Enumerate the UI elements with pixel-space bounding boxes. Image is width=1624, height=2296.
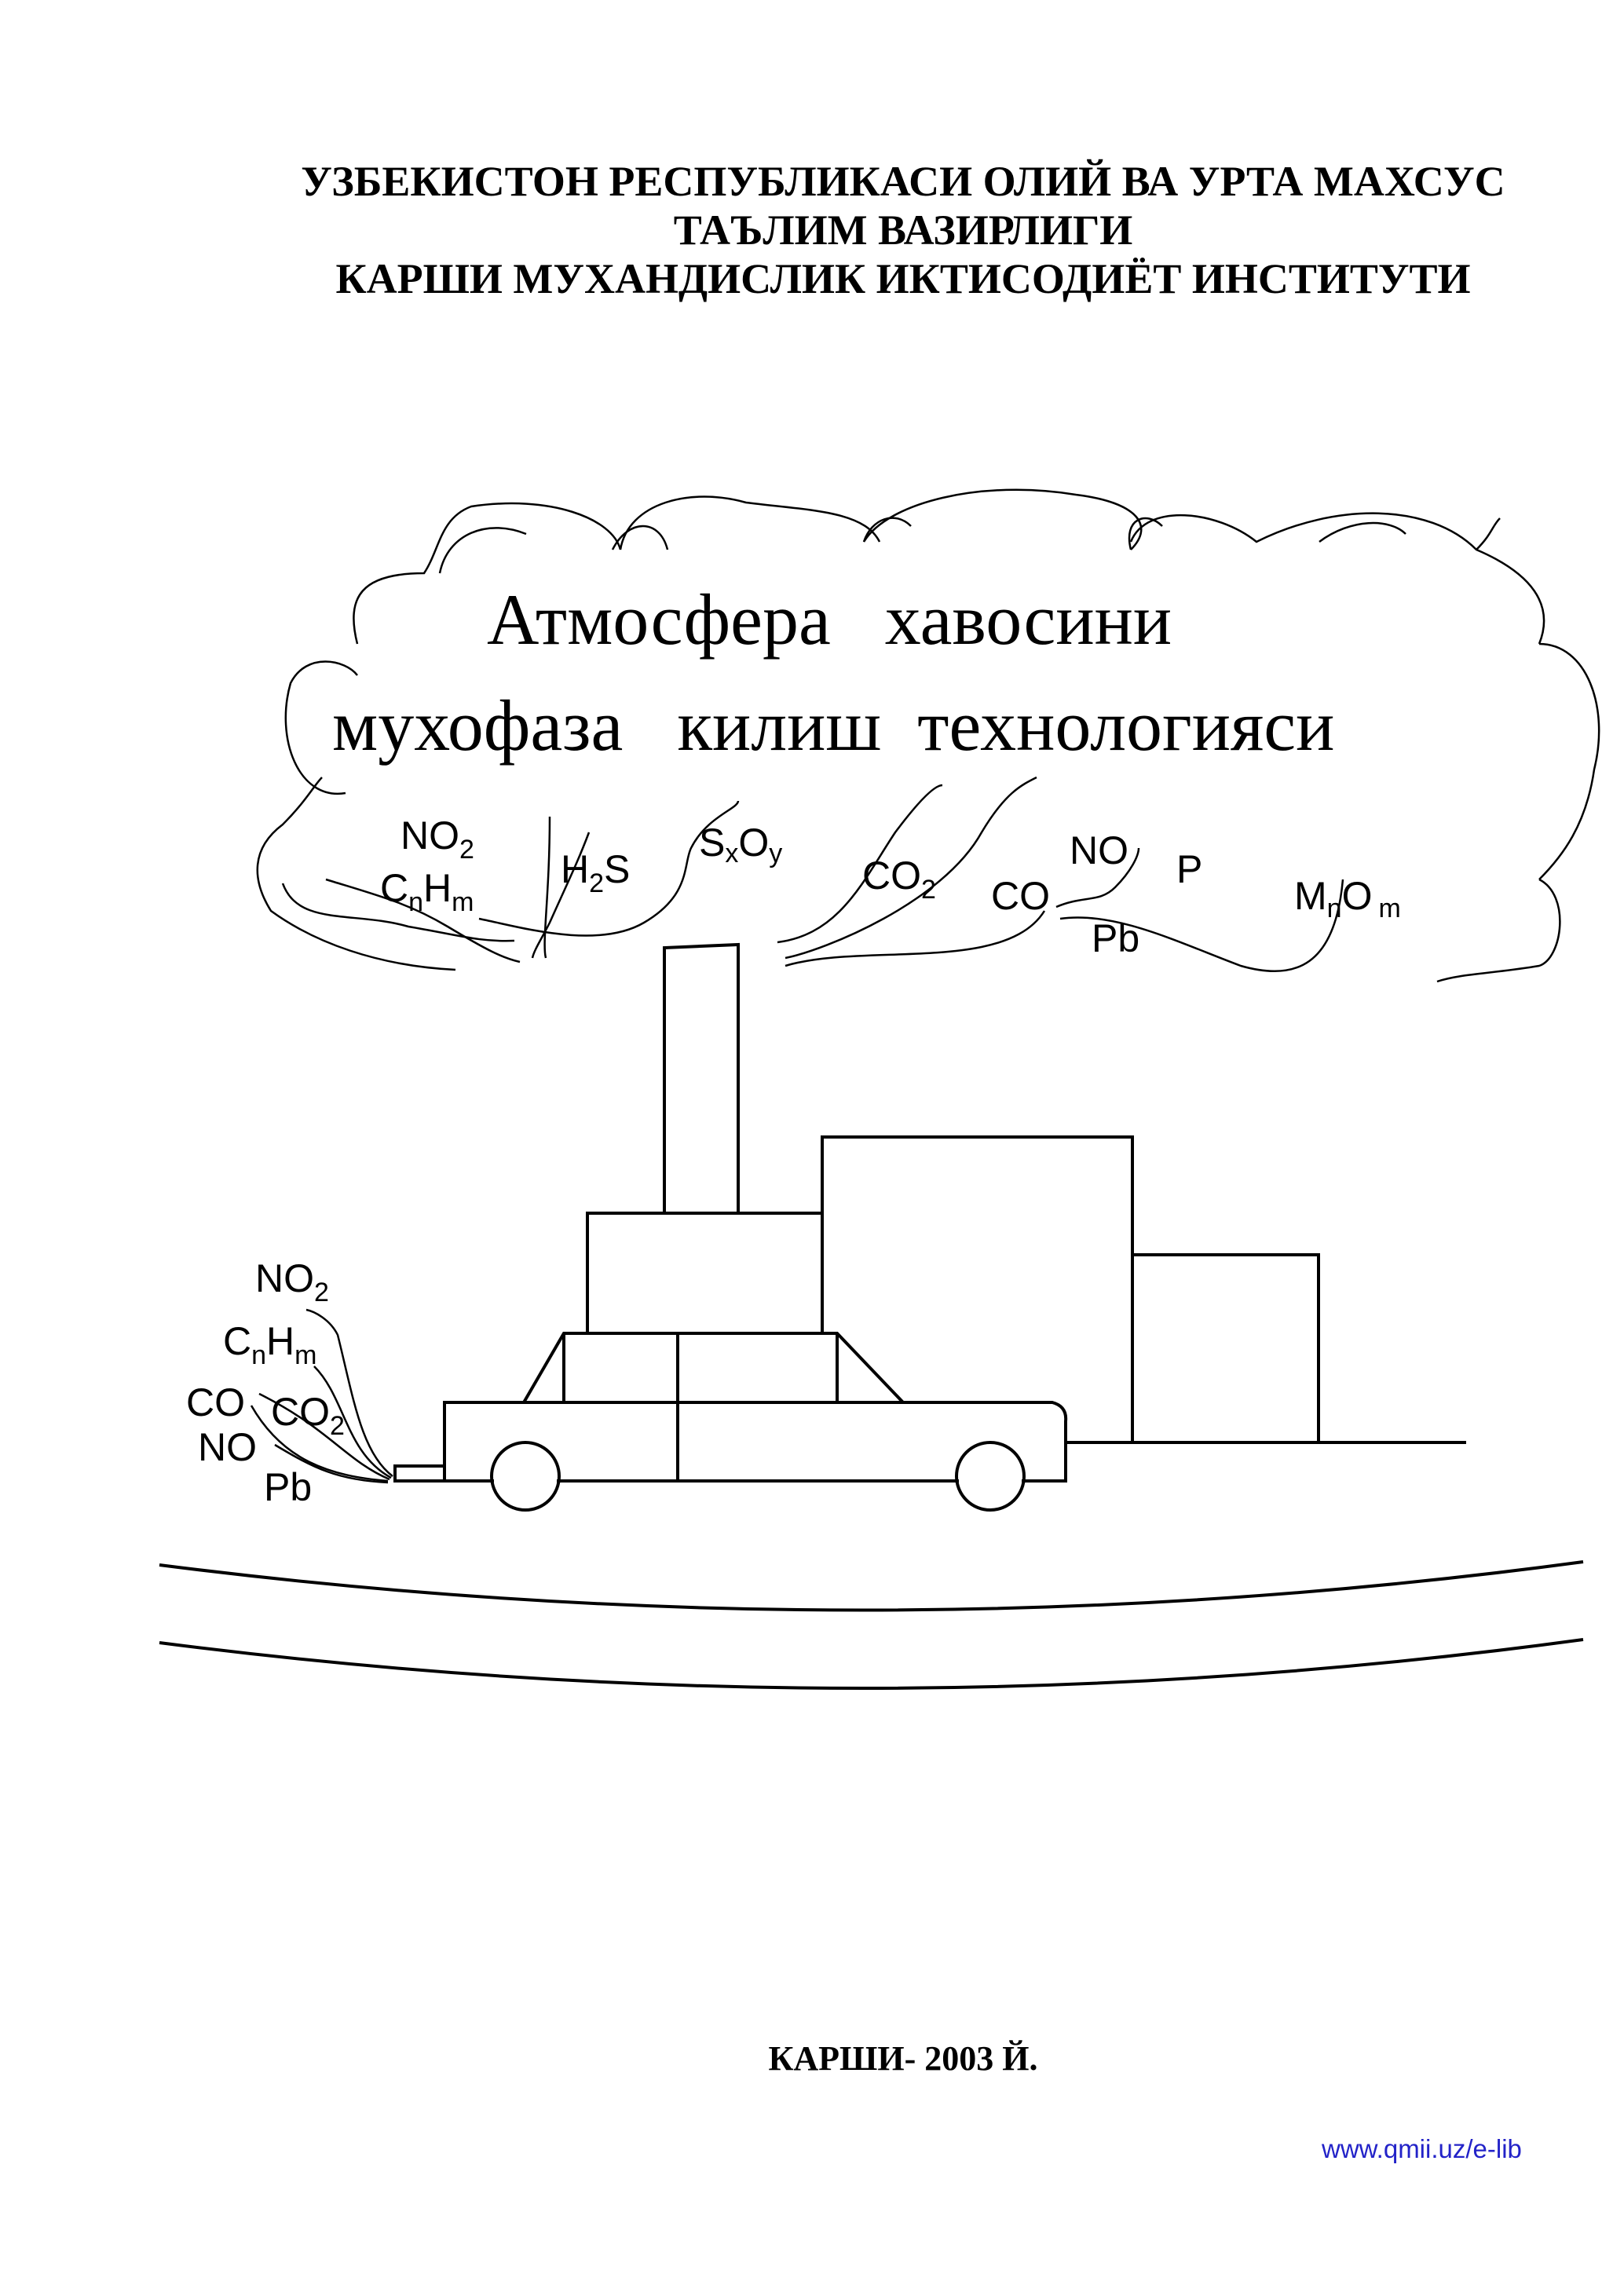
label-pb: Pb (1092, 916, 1139, 960)
car-exhaust-pipe (393, 1464, 444, 1483)
header-ministry-line2: ТАЪЛИМ ВАЗИРЛИГИ (674, 207, 1133, 254)
label-co: CO (991, 874, 1050, 918)
label-no2: NO2 (401, 813, 474, 865)
car-front-wheel (955, 1441, 1026, 1512)
title-line1: Атмосфера хавосини (487, 579, 1172, 660)
chimney (663, 942, 740, 1213)
header-institute: КАРШИ МУХАНДИСЛИК ИКТИСОДИЁТ ИНСТИТУТИ (335, 255, 1470, 302)
header-ministry-line1: УЗБЕКИСТОН РЕСПУБЛИКАСИ ОЛИЙ ВА УРТА МАХ… (301, 158, 1505, 205)
label-p: P (1176, 847, 1202, 891)
exhaust-label-cnhm: CnHm (223, 1319, 316, 1370)
road-upper-edge (159, 1560, 1584, 1612)
exhaust-label-co: CO (186, 1380, 245, 1424)
footer-place-year: КАРШИ- 2003 Й. (769, 2039, 1038, 2078)
title-line2: мухофаза килиш технологияси (332, 686, 1334, 766)
exhaust-label-pb: Pb (264, 1465, 312, 1509)
smoke-plumes (281, 776, 1344, 972)
label-h2s: H2S (561, 847, 630, 898)
label-co2: CO2 (862, 854, 936, 905)
factory (586, 942, 1466, 1444)
exhaust-plumes (250, 1308, 393, 1484)
factory-low-building (1132, 1253, 1320, 1442)
label-cnhm: CnHm (380, 866, 474, 917)
car (393, 1332, 1068, 1512)
factory-base (586, 1212, 824, 1335)
exhaust-label-no: NO (198, 1425, 257, 1469)
exhaust-label-co2: CO2 (271, 1390, 345, 1441)
factory-tall-building (821, 1135, 1134, 1442)
smoke-cloud-outline (256, 488, 1600, 983)
exhaust-label-no2: NO2 (255, 1256, 329, 1307)
elib-link[interactable]: www.qmii.uz/e-lib (1321, 2134, 1522, 2163)
label-sxoy: SxOy (699, 821, 782, 868)
road-lower-edge (159, 1638, 1584, 1691)
smoke-cloud-lumps (438, 517, 1501, 574)
label-no: NO (1070, 828, 1128, 872)
car-rear-wheel (490, 1441, 561, 1512)
